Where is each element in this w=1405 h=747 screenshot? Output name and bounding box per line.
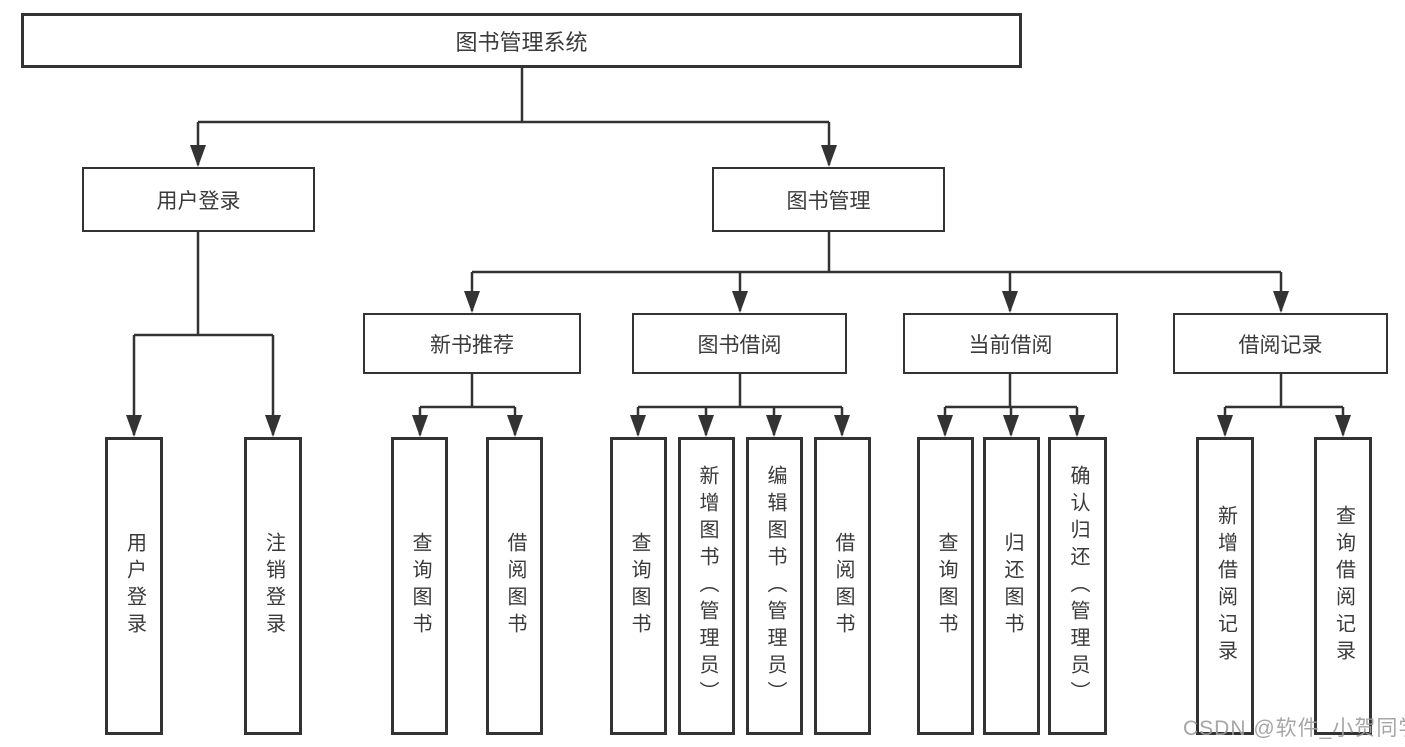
node-root: 图书管理系统 <box>21 13 1022 68</box>
node-current-borrow-label: 当前借阅 <box>968 333 1053 357</box>
watermark: CSDN @软件_小贺同学 <box>1183 717 1405 740</box>
leaf-records-query-record: 查询借阅记录 <box>1314 437 1372 735</box>
leaf-current-return-books: 归还图书 <box>983 437 1040 735</box>
leaf-records-add-record: 新增借阅记录 <box>1196 437 1254 735</box>
leaf-newbook-query-books: 查询图书 <box>391 437 448 735</box>
leaf-records-add-record-label: 新增借阅记录 <box>1214 505 1237 667</box>
node-book-management: 图书管理 <box>712 167 945 232</box>
node-borrow-records: 借阅记录 <box>1173 313 1388 374</box>
leaf-borrow-add-books-label: 新增图书（管理员） <box>696 464 718 708</box>
leaf-current-return-books-label: 归还图书 <box>1001 532 1023 640</box>
node-new-book-recommend-label: 新书推荐 <box>430 333 514 357</box>
leaf-current-confirm-return: 确认归还（管理员） <box>1048 437 1107 735</box>
node-borrow-records-label: 借阅记录 <box>1238 333 1323 357</box>
node-new-book-recommend: 新书推荐 <box>363 313 581 374</box>
leaf-borrow-borrow-books-label: 借阅图书 <box>832 532 854 640</box>
node-book-borrow: 图书借阅 <box>632 313 847 374</box>
leaf-newbook-borrow-books-label: 借阅图书 <box>504 532 526 640</box>
leaf-newbook-borrow-books: 借阅图书 <box>486 437 543 735</box>
node-book-management-label: 图书管理 <box>786 189 871 213</box>
leaf-borrow-edit-books: 编辑图书（管理员） <box>746 437 803 735</box>
leaf-current-query-books: 查询图书 <box>917 437 974 735</box>
leaf-current-confirm-return-label: 确认归还（管理员） <box>1067 464 1089 708</box>
node-user-login: 用户登录 <box>82 167 315 232</box>
node-root-label: 图书管理系统 <box>455 29 588 55</box>
leaf-user-login-label: 用户登录 <box>123 532 146 640</box>
node-user-login-label: 用户登录 <box>156 189 241 213</box>
node-current-borrow: 当前借阅 <box>903 313 1118 374</box>
leaf-borrow-edit-books-label: 编辑图书（管理员） <box>764 464 786 708</box>
leaf-borrow-query-books-label: 查询图书 <box>628 532 650 640</box>
leaf-borrow-query-books: 查询图书 <box>610 437 667 735</box>
leaf-newbook-query-books-label: 查询图书 <box>409 532 431 640</box>
leaf-user-login: 用户登录 <box>105 437 163 735</box>
leaf-borrow-add-books: 新增图书（管理员） <box>678 437 735 735</box>
connector-group <box>126 68 1351 437</box>
leaf-logout: 注销登录 <box>244 437 302 735</box>
leaf-borrow-borrow-books: 借阅图书 <box>814 437 871 735</box>
node-book-borrow-label: 图书借阅 <box>697 333 782 357</box>
leaf-current-query-books-label: 查询图书 <box>935 532 957 640</box>
leaf-logout-label: 注销登录 <box>262 532 285 640</box>
leaf-records-query-record-label: 查询借阅记录 <box>1332 505 1355 667</box>
